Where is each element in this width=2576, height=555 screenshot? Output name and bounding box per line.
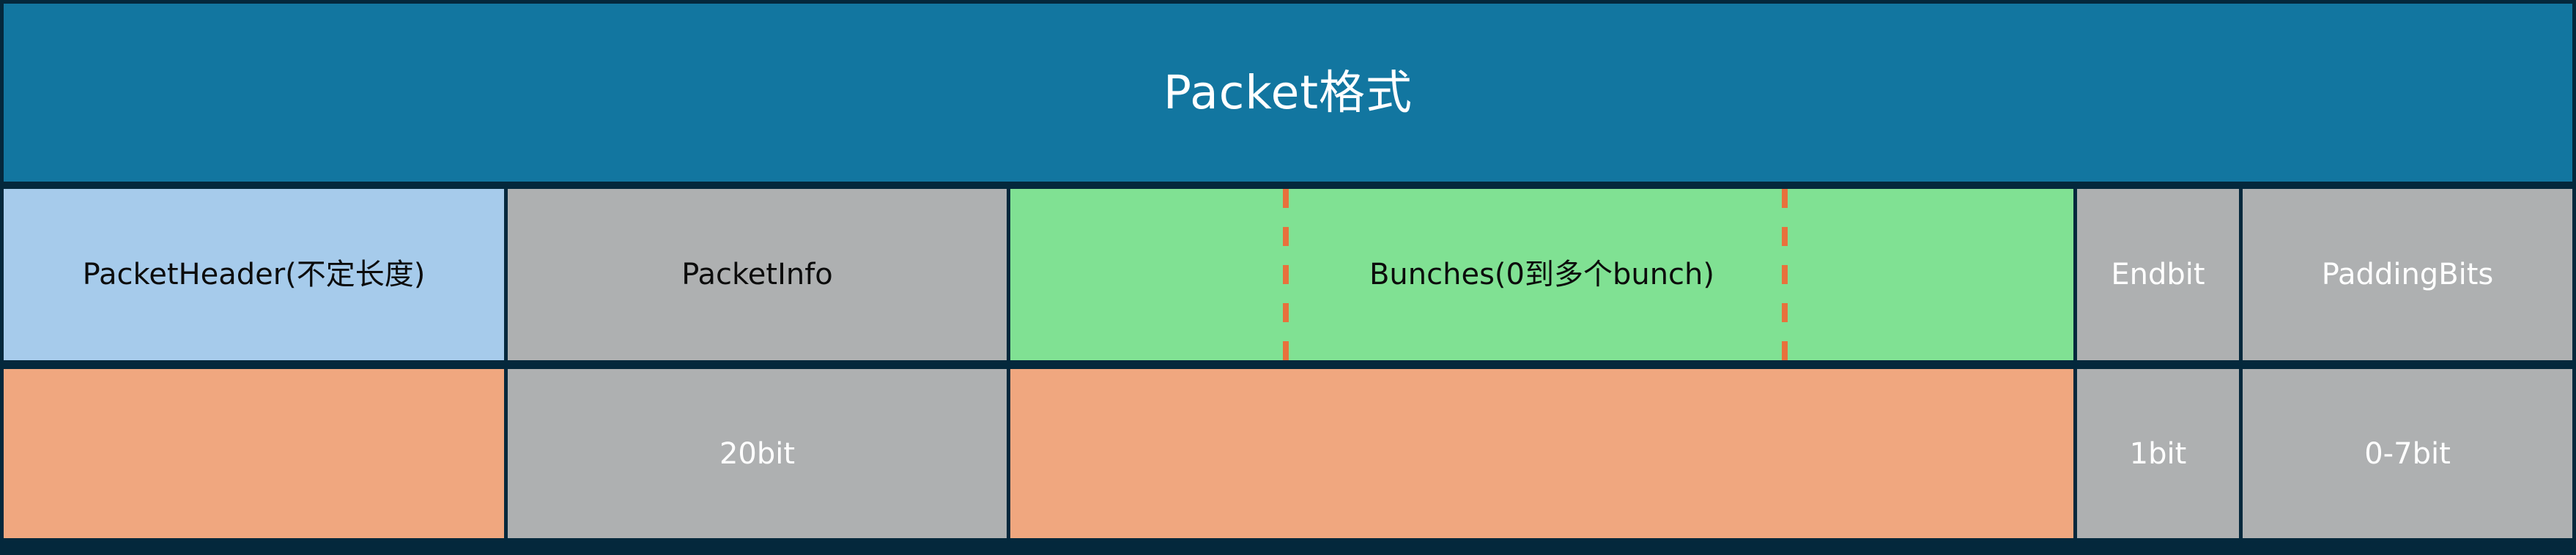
field-label-padding-bits: PaddingBits bbox=[2321, 258, 2494, 291]
size-cell-padding-bits: 0-7bit bbox=[2243, 369, 2572, 538]
size-cell-packet-info: 20bit bbox=[508, 369, 1007, 538]
field-cell-endbit: Endbit bbox=[2077, 189, 2239, 360]
diagram-title-banner: Packet格式 bbox=[4, 4, 2572, 182]
size-label-endbit: 1bit bbox=[2129, 436, 2187, 471]
field-name-row: PacketHeader(不定长度) PacketInfo Bunches(0到… bbox=[0, 189, 2576, 360]
field-label-packet-info: PacketInfo bbox=[681, 258, 833, 291]
page-title: Packet格式 bbox=[1163, 66, 1413, 119]
bunch-divider-right-dashed-line bbox=[1782, 189, 1788, 360]
field-label-endbit: Endbit bbox=[2111, 258, 2205, 291]
field-cell-packet-info: PacketInfo bbox=[508, 189, 1007, 360]
field-cell-padding-bits: PaddingBits bbox=[2243, 189, 2572, 360]
size-label-packet-info: 20bit bbox=[719, 436, 796, 471]
field-cell-bunches: Bunches(0到多个bunch) bbox=[1010, 189, 2073, 360]
size-cell-bunches bbox=[1010, 369, 2073, 538]
size-cell-endbit: 1bit bbox=[2077, 369, 2239, 538]
field-label-bunches: Bunches(0到多个bunch) bbox=[1369, 258, 1715, 291]
size-cell-packet-header bbox=[4, 369, 504, 538]
field-cell-packet-header: PacketHeader(不定长度) bbox=[4, 189, 504, 360]
field-size-row: 20bit 1bit 0-7bit bbox=[0, 369, 2576, 538]
bunch-divider-left-dashed-line bbox=[1283, 189, 1289, 360]
field-label-packet-header: PacketHeader(不定长度) bbox=[82, 258, 426, 291]
size-label-padding-bits: 0-7bit bbox=[2364, 436, 2451, 471]
